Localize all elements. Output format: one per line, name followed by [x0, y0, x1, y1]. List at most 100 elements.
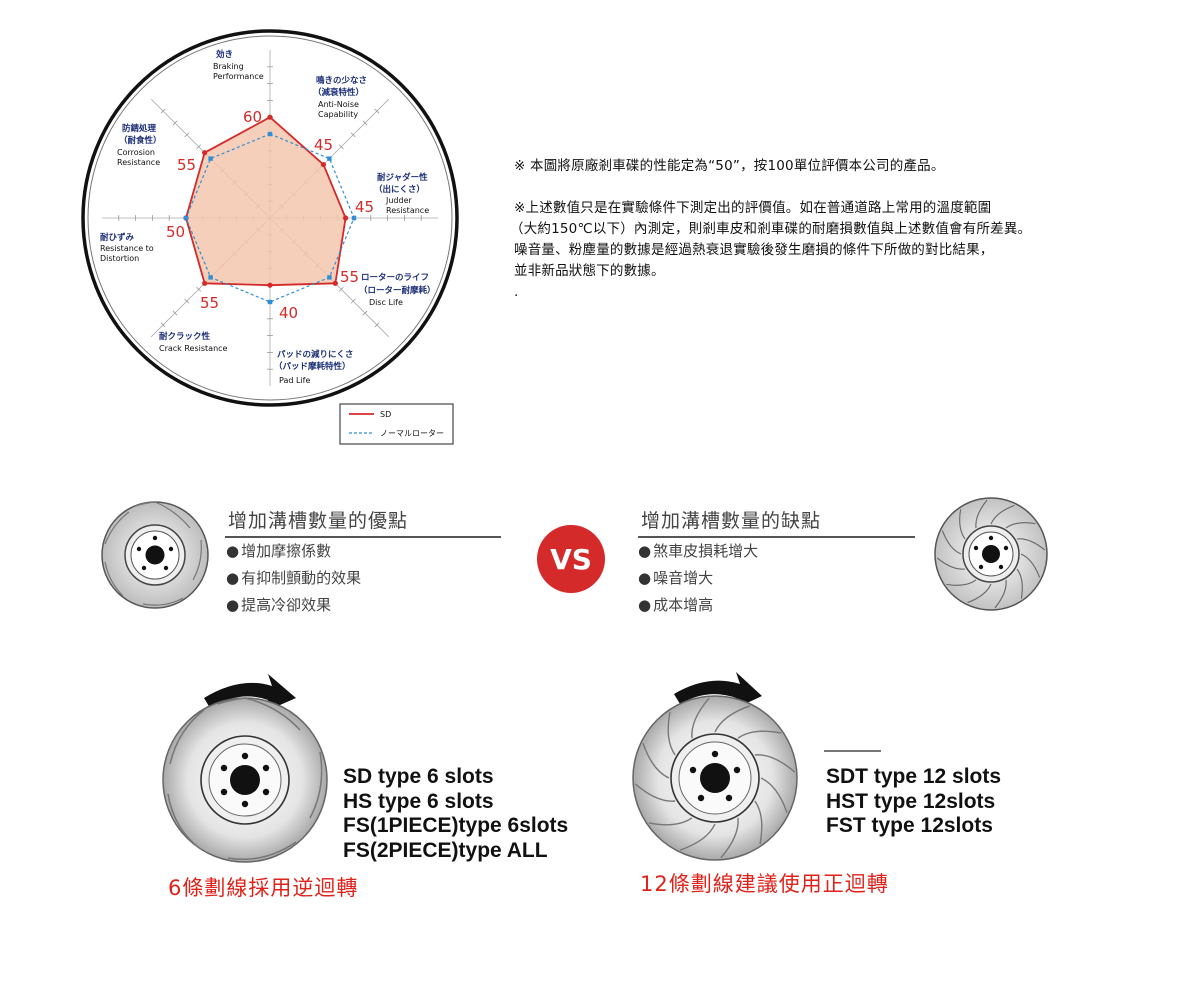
note-line-3: （大約150℃以下）內測定，則剎車皮和剎車碟的耐磨損數值與上述數值會有所差異。 [510, 221, 1032, 237]
normal-rotor-point [327, 156, 332, 161]
six-slot-type-item: SD type 6 slots [343, 765, 494, 788]
value-label-braking: 60 [243, 108, 262, 126]
sd-point [202, 280, 208, 286]
radar-tick [362, 120, 368, 126]
legend-sd-label: SD [380, 410, 391, 419]
sd-point [332, 280, 338, 286]
six-slot-type-item: FS(1PIECE)type 6slots [343, 814, 569, 837]
axis-label-disc-life-en: Disc Life [369, 298, 403, 307]
axis-label-disc-life-sub: （ローター耐摩耗） [359, 285, 436, 296]
disc-slot [691, 697, 710, 739]
twelve-slot-type-item: FST type 12slots [826, 814, 993, 837]
note-line-1: ※ 本圖將原廠剎車碟的性能定為“50”，按100單位評價本公司的產品。 [514, 158, 945, 174]
disc-slot [648, 817, 693, 826]
axis-label-anti-noise-sub: （減衰特性） [313, 87, 364, 98]
radar-tick [374, 322, 380, 328]
disadvantages-divider [638, 536, 915, 538]
value-label-disc-life: 55 [340, 268, 359, 286]
disc-slot [1020, 553, 1041, 578]
disadvantage-item: 成本增高 [638, 592, 758, 619]
advantage-item: 提高冷卻效果 [226, 592, 361, 619]
six-slot-disc-large [162, 674, 328, 863]
value-label-corrosion: 55 [177, 156, 196, 174]
six-slot-type-item: HS type 6 slots [343, 789, 494, 813]
radar-tick [350, 298, 356, 304]
twelve-slot-caption: 12條劃線建議使用正迴轉 [640, 872, 889, 896]
axis-label-braking-en-2: Performance [213, 72, 264, 81]
radar-tick [374, 108, 380, 114]
legend-normal-label: ノーマルローター [380, 429, 444, 438]
axis-label-pad-life-ja: パッドの減りにくさ [277, 349, 353, 360]
disadvantage-item: 噪音增大 [638, 565, 758, 592]
radar-tick [196, 144, 202, 150]
disc-slot [720, 817, 739, 859]
axis-label-crack-ja: 耐クラック性 [159, 331, 211, 342]
radar-tick [338, 144, 344, 150]
disc-slot [936, 557, 966, 570]
disc-slot [967, 583, 992, 604]
disc-slot [737, 730, 782, 739]
axis-label-disc-life-ja: ローターのライフ [361, 272, 429, 283]
value-label-anti-noise: 45 [314, 136, 333, 154]
twelve-slot-type-item: SDT type 12 slots [826, 765, 1002, 788]
axis-label-braking-en-1: Braking [213, 62, 244, 71]
normal-rotor-point [267, 299, 273, 305]
axis-label-judder-sub: （出にくさ） [374, 184, 425, 195]
twelve-slot-disc-large [632, 672, 798, 861]
normal-rotor-point [208, 275, 213, 280]
disc-slot [1016, 568, 1023, 599]
disc-slot [760, 777, 788, 814]
disc-slot [975, 499, 988, 529]
axis-label-judder-en-2: Resistance [386, 206, 429, 215]
radar-tick [362, 310, 368, 316]
disc-slot [1016, 538, 1046, 551]
radar-tick [184, 132, 190, 138]
disc-slot [946, 579, 977, 586]
advantages-divider [225, 536, 501, 538]
disc-slot [642, 742, 670, 779]
axis-label-anti-noise-ja: 鳴きの少なさ [316, 75, 367, 86]
twelve-slot-type-item: HST type 12slots [826, 789, 996, 813]
advantages-list: 增加摩擦係數 有抑制顫動的效果 提高冷卻效果 [226, 538, 361, 619]
normal-rotor-point [208, 156, 213, 161]
advantages-title: 增加溝槽數量的優點 [228, 510, 409, 532]
sd-point [267, 282, 273, 288]
note-line-4: 噪音量、粉塵量的數據是經過熱衰退實驗後發生磨損的條件下所做的對比結果， [514, 242, 994, 258]
note-line-5: 並非新品狀態下的數據。 [514, 263, 665, 279]
radar-legend: SD ノーマルローター [339, 403, 454, 445]
sd-point [320, 161, 327, 168]
sd-point [267, 114, 273, 120]
normal-rotor-point [183, 215, 189, 221]
notes-block: ※ 本圖將原廠剎車碟的性能定為“50”，按100單位評價本公司的產品。 ※上述數… [510, 156, 1184, 303]
radar-points [183, 114, 357, 305]
radar-tick [172, 310, 178, 316]
advantage-item: 有抑制顫動的效果 [226, 565, 361, 592]
axis-label-distortion-en-2: Distortion [100, 254, 139, 263]
axis-label-judder-ja: 耐ジャダー性 [377, 172, 428, 183]
disc-slot [941, 530, 962, 555]
radar-inner-ring [87, 35, 453, 401]
disc-slot [754, 754, 796, 773]
twelve-slot-divider [824, 750, 881, 752]
disc-slot [714, 705, 751, 733]
six-slot-type-list: SD type 6 slots HS type 6 slots FS(1PIEC… [343, 765, 568, 863]
radar-tick [160, 322, 166, 328]
axis-label-distortion-en-1: Resistance to [100, 244, 154, 253]
six-slot-type-item: FS(2PIECE)type ALL [343, 838, 548, 862]
value-label-crack: 55 [200, 294, 219, 312]
axis-label-pad-life-sub: （パッド摩耗特性） [274, 361, 351, 372]
six-slot-disc-small-icon [101, 501, 209, 609]
value-label-pad-life: 40 [279, 304, 298, 322]
disc-slot [994, 579, 1007, 609]
radar-tick [196, 286, 202, 292]
note-line-6: . [514, 284, 519, 300]
normal-rotor-point [351, 215, 357, 221]
vs-label: VS [550, 543, 592, 576]
disc-slot [679, 823, 716, 851]
radar-tick [172, 120, 178, 126]
value-label-distortion: 50 [166, 223, 185, 241]
twelve-slot-type-list: SDT type 12 slots HST type 12slots FST t… [826, 765, 1001, 839]
disc-slot [754, 800, 763, 845]
vs-badge: VS [537, 525, 605, 593]
disadvantages-list: 煞車皮損耗增大 噪音增大 成本增高 [638, 538, 758, 619]
